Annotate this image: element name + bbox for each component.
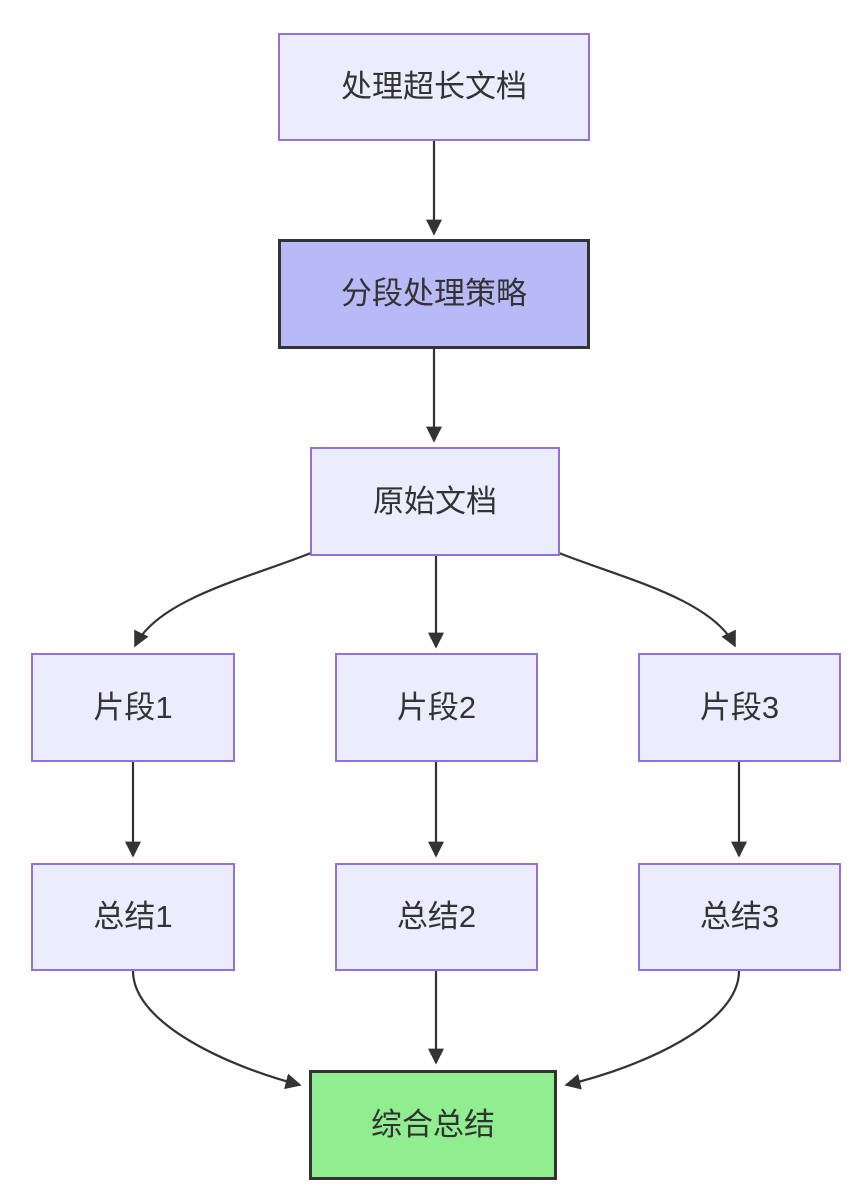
edge-original-document-to-fragment-1: [134, 551, 312, 648]
node-label: 总结3: [699, 899, 780, 935]
node-original-document: 原始文档: [310, 447, 560, 556]
node-label: 片段1: [93, 689, 173, 725]
node-label: 片段3: [699, 689, 780, 725]
node-fragment-3: 片段3: [638, 653, 841, 762]
edge-summary-1-to-final-summary: [131, 970, 302, 1090]
node-final-summary: 综合总结: [309, 1070, 557, 1180]
node-summary-1: 总结1: [31, 863, 235, 971]
node-summary-3: 总结3: [638, 863, 841, 971]
node-label: 片段2: [396, 689, 477, 725]
node-segmentation-strategy: 分段处理策略: [278, 239, 590, 349]
edge-original-document-to-fragment-3: [558, 551, 736, 648]
node-label: 总结2: [396, 899, 477, 935]
node-summary-2: 总结2: [335, 863, 538, 971]
node-fragment-2: 片段2: [335, 653, 538, 762]
edge-summary-3-to-final-summary: [564, 970, 741, 1090]
node-label: 原始文档: [373, 483, 497, 519]
node-label: 综合总结: [371, 1107, 495, 1143]
node-label: 分段处理策略: [341, 276, 527, 312]
node-label: 总结1: [93, 899, 173, 935]
node-label: 处理超长文档: [341, 69, 527, 105]
node-fragment-1: 片段1: [31, 653, 235, 762]
node-process-long-doc: 处理超长文档: [278, 33, 590, 141]
